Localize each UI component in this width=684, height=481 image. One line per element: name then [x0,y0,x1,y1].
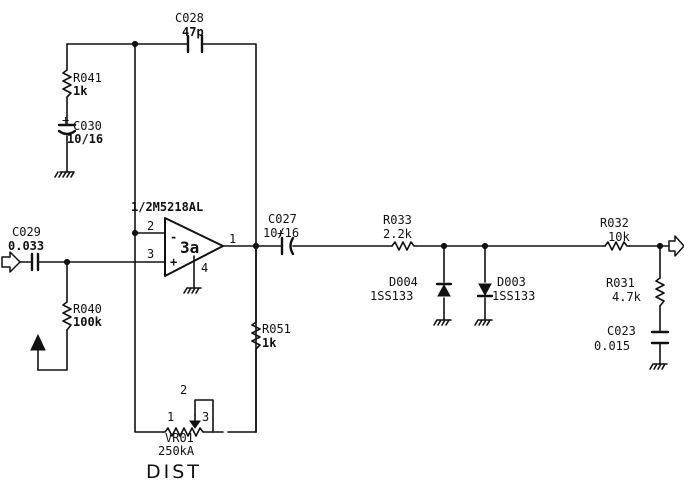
r032-ref: R032 [600,216,629,230]
ic-pin-noninv: 3 [147,247,154,261]
ic-minus: - [170,230,177,244]
c027-ref: C027 [268,212,297,226]
r040-value: 100k [73,315,103,329]
c028-ref: C028 [175,11,204,25]
r051-ref: R051 [262,322,291,336]
c023-ref: C023 [607,324,636,338]
junctions [63,40,664,266]
wires [19,43,670,433]
vr01-value: 250kA [158,444,195,458]
ic-part: 1/2M5218AL [131,200,203,214]
ground-icon [183,287,202,294]
ground-icon [474,319,493,326]
r040-ref: R040 [73,302,102,316]
c029-ref: C029 [12,225,41,239]
d004-value: 1SS133 [370,289,413,303]
c029-value: 0.033 [8,239,44,253]
vr01-pin2: 2 [180,383,187,397]
capacitor-c023: C023 0.015 [594,324,670,353]
diode-d004: D004 1SS133 [370,275,453,303]
vr01-pin3: 3 [202,410,209,424]
d004-ref: D004 [389,275,418,289]
d003-value: 1SS133 [492,289,535,303]
d003-ref: D003 [497,275,526,289]
r031-ref: R031 [606,276,635,290]
resistor-r033: R033 2.2k [383,213,417,251]
up-arrow-icon [30,333,46,371]
opamp-ic: 1/2M5218AL 3a - + 2 3 1 4 [131,200,236,277]
ground-icon [433,319,452,326]
r032-value: 10k [608,230,630,244]
c027-value: 10/16 [263,226,299,240]
ic-pin-gnd: 4 [201,261,208,275]
output-arrow-icon[interactable] [668,235,684,257]
vr01-pin1: 1 [167,410,174,424]
c030-ref: C030 [73,119,102,133]
r051-value: 1k [262,336,277,350]
ground-icon [649,363,668,370]
ic-plus: + [170,255,177,269]
resistor-r040: R040 100k [62,301,103,331]
c030-plus: + [62,113,69,127]
resistor-r032: R032 10k [600,216,630,251]
vr01-ref: VR01 [165,431,194,445]
c027-plus: + [277,226,284,240]
c028-value: 47p [182,25,204,39]
ground-icon [54,171,75,178]
ic-pin-inv: 2 [147,219,154,233]
capacitor-c028: C028 47p [175,11,204,54]
r041-value: 1k [73,84,88,98]
r033-ref: R033 [383,213,412,227]
r033-value: 2.2k [383,227,413,241]
vr01-name: DIST [146,461,202,481]
c023-value: 0.015 [594,339,630,353]
c030-value: 10/16 [67,132,103,146]
resistor-r031: R031 4.7k [606,276,665,307]
capacitor-c029: C029 0.033 [8,225,44,272]
diode-d003: D003 1SS133 [476,275,535,303]
r031-value: 4.7k [612,290,642,304]
ic-pin-out: 1 [229,232,236,246]
r041-ref: R041 [73,71,102,85]
resistor-r041: R041 1k [62,69,102,98]
capacitor-c030: + C030 10/16 [57,113,103,146]
capacitor-c027: + C027 10/16 [263,212,299,256]
resistor-r051: R051 1k [251,321,291,433]
potentiometer-vr01[interactable]: 2 1 3 VR01 250kA DIST [146,383,224,481]
ic-unit: 3a [180,238,199,257]
input-arrow-icon[interactable] [1,251,21,273]
